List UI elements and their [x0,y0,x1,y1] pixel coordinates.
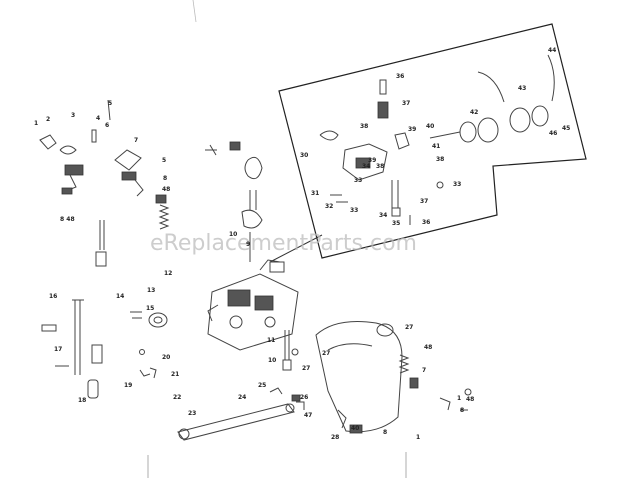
part-label: 3 [71,112,75,119]
part-label: 4 [96,115,100,122]
left-assembly [39,99,170,399]
part-label: 10 [229,231,237,238]
part-label: 10 [268,357,276,364]
part-label: 26 [300,394,308,401]
part-label: 7 [422,367,426,374]
part-label: 32 [325,203,333,210]
part-label: 8 48 [60,216,75,223]
part-label: 38 [376,163,384,170]
part-label: 40 [351,425,359,432]
part-label: 38 [436,156,444,163]
part-label: 1 [34,120,38,127]
part-label: 11 [267,337,275,344]
part-label: 21 [171,371,179,378]
part-label: 8 [460,407,464,414]
part-label: 27 [405,324,413,331]
part-label: 43 [518,85,526,92]
part-label: 33 [354,177,362,184]
part-label: 48 [162,186,170,193]
part-label: 2 [46,116,50,123]
part-label: 22 [173,394,181,401]
part-label: 48 [466,396,474,403]
part-label: 24 [238,394,246,401]
detail-inset-frame [278,23,587,259]
carburetor-body [205,141,299,371]
part-label: 5 [162,157,166,164]
part-label: 30 [300,152,308,159]
part-label: 38 [360,123,368,130]
part-label: 8 [383,429,387,436]
part-label: 1 [416,434,420,441]
part-label: 9 [246,241,250,248]
part-label: 33 [350,207,358,214]
part-label: 39 [368,157,376,164]
part-label: 25 [258,382,266,389]
part-label: 12 [164,270,172,277]
part-label: 7 [134,137,138,144]
part-label: 19 [124,382,132,389]
part-label: 36 [422,219,430,226]
part-label: 45 [562,125,570,132]
part-label: 13 [147,287,155,294]
part-label: 35 [392,220,400,227]
part-label: 34 [379,212,387,219]
part-label: 36 [396,73,404,80]
part-labels: 1 2 3 4 5 6 7 5 8 48 8 48 10 12 13 14 16… [34,47,570,441]
float-bowl-assembly [315,321,472,434]
part-label: 20 [162,354,170,361]
part-label: 8 [163,175,167,182]
part-label: 37 [402,100,410,107]
part-label: 16 [49,293,57,300]
part-label: 14 [116,293,124,300]
part-label: 27 [322,350,330,357]
inset-detail-parts [319,54,555,225]
inset-pointer-line [269,234,323,263]
part-label: 31 [311,190,319,197]
part-label: 18 [78,397,86,404]
part-label: 15 [146,305,154,312]
part-label: 41 [432,143,440,150]
part-label: 1 [457,395,461,402]
part-label: 23 [188,410,196,417]
scan-line [192,0,197,23]
part-label: 39 [408,126,416,133]
part-label: 6 [105,122,109,129]
part-label: 33 [453,181,461,188]
watermark: eReplacementParts.com [150,231,417,256]
part-label: 42 [470,109,478,116]
part-label: 37 [420,198,428,205]
part-label: 46 [549,130,557,137]
part-label: 27 [302,365,310,372]
part-label: 40 [426,123,434,130]
part-label: 44 [548,47,556,54]
part-label: 17 [54,346,62,353]
part-label: 47 [304,412,312,419]
linkage-bar [177,387,305,441]
part-label: 28 [331,434,339,441]
part-label: 34 [362,163,370,170]
part-label: 48 [424,344,432,351]
part-label: 5 [108,100,112,107]
